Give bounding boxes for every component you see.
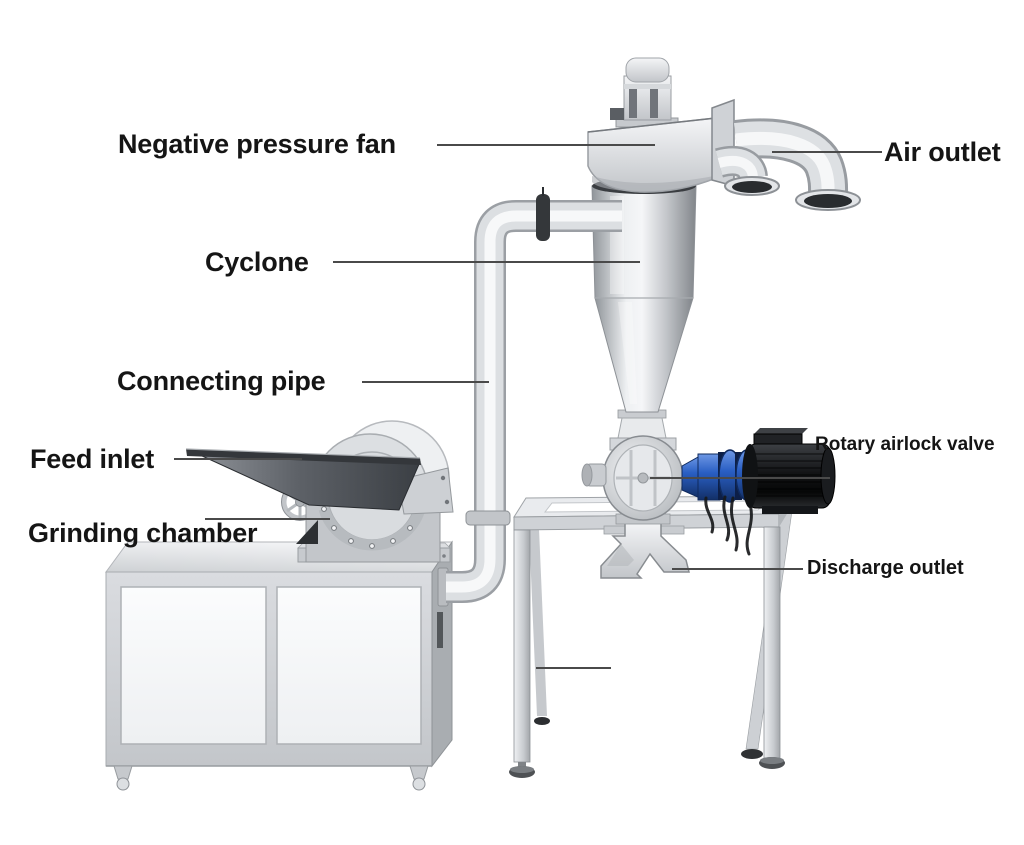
leader-grinding-chamber xyxy=(205,518,330,520)
label-grinding-chamber: Grinding chamber xyxy=(28,518,258,548)
leader-cyclone xyxy=(333,261,640,263)
label-discharge-outlet: Discharge outlet xyxy=(807,557,964,579)
discharge-chute xyxy=(600,521,690,579)
leader-discharge-outlet xyxy=(672,568,803,570)
leader-feed-inlet xyxy=(174,458,302,460)
label-connecting-pipe: Connecting pipe xyxy=(117,366,326,396)
leader-connecting-pipe xyxy=(362,381,489,383)
fan-motor xyxy=(610,57,679,128)
leader-stand xyxy=(536,667,611,669)
grinder-cabinet xyxy=(105,540,453,791)
leader-negative-pressure-fan xyxy=(437,144,655,146)
connecting-pipe-run xyxy=(437,187,622,607)
label-negative-pressure-fan: Negative pressure fan xyxy=(118,129,396,159)
valve-motor xyxy=(742,428,836,514)
label-feed-inlet: Feed inlet xyxy=(30,444,155,474)
feed-hopper xyxy=(185,448,421,511)
label-cyclone: Cyclone xyxy=(205,247,309,277)
label-air-outlet: Air outlet xyxy=(884,137,1001,167)
label-rotary-airlock-valve: Rotary airlock valve xyxy=(815,434,995,455)
air-outlet-pipes xyxy=(715,118,861,211)
grinding-chamber-assembly xyxy=(185,420,454,563)
leader-air-outlet xyxy=(772,151,882,153)
leader-rotary-airlock-valve xyxy=(650,477,830,479)
negative-pressure-fan-assembly xyxy=(587,57,861,211)
